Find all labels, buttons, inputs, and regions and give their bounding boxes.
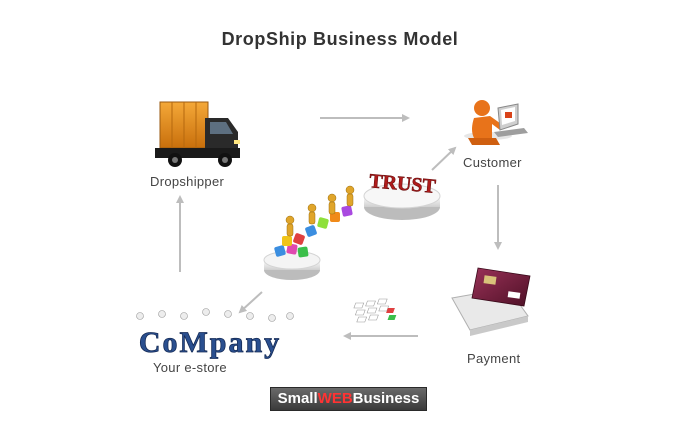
trust-podium: TRUST (363, 170, 441, 220)
company-logo-text: CoMpany (139, 326, 281, 359)
truck-icon (155, 101, 240, 167)
arrow-trust-to-customer (431, 146, 457, 171)
arrow-puzzle-to-estore (238, 291, 263, 314)
flow-arrows (176, 114, 502, 340)
brand-text-b: B (352, 390, 364, 407)
puzzle-team-icon (263, 185, 355, 280)
payment-terminal-icon (353, 267, 531, 336)
diagram-title: DropShip Business Model (221, 29, 459, 49)
node-dropshipper-label: Dropshipper (150, 174, 225, 189)
company-logo: CoMpany (136, 308, 294, 359)
node-estore-label: Your e-store (153, 360, 227, 375)
brand-text-web: WEB (317, 390, 353, 407)
customer-person-icon (464, 100, 528, 145)
brand-text-small: Small (277, 390, 318, 407)
credit-card-icon (471, 267, 531, 307)
node-payment-label: Payment (467, 351, 521, 366)
brand-text-usiness: usiness (363, 390, 420, 407)
brand-badge: SmallWEBBusiness (270, 387, 427, 411)
node-customer-label: Customer (463, 155, 522, 170)
